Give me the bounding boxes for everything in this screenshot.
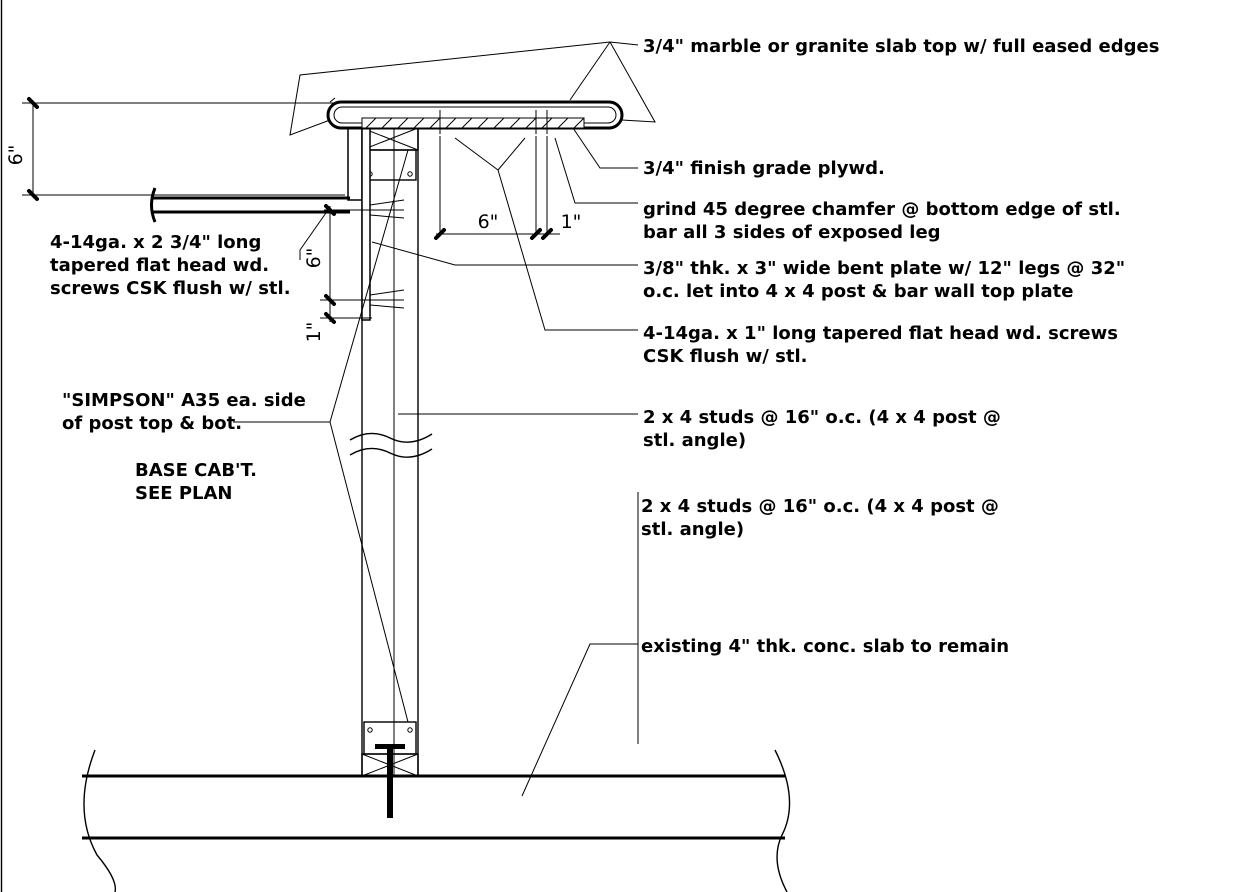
note-short-screws-line1: 4-14ga. x 1" long tapered flat head wd. … (643, 323, 1118, 344)
note-chamfer-line2: bar all 3 sides of exposed leg (643, 222, 941, 243)
dim-top-height-label: 6" (5, 145, 27, 166)
note-long-screws-line2: tapered flat head wd. (50, 255, 269, 276)
note-slab: existing 4" thk. conc. slab to remain (641, 636, 1009, 657)
screws-vertical-leg (369, 199, 405, 309)
bar-wall-top-plate (150, 187, 350, 223)
note-bent-plate-line2: o.c. let into 4 x 4 post & bar wall top … (643, 281, 1073, 302)
anchor-bolt (375, 744, 405, 818)
screws-top-leg (439, 110, 548, 134)
dim-screw-spacing-v-label: 6" (303, 248, 325, 269)
finish-plywood (361, 117, 585, 129)
note-short-screws-line2: CSK flush w/ stl. (643, 346, 807, 367)
dim-screw-spacing-h-label: 6" (478, 211, 499, 233)
note-simpson-line1: "SIMPSON" A35 ea. side (62, 390, 306, 411)
note-studs-a-line2: stl. angle) (643, 430, 746, 451)
note-slab-top: 3/4" marble or granite slab top w/ full … (643, 36, 1159, 57)
note-studs-b-line1: 2 x 4 studs @ 16" o.c. (4 x 4 post @ (641, 496, 999, 517)
note-base-cab-line2: SEE PLAN (135, 483, 232, 504)
dimension-screw-spacing-horizontal (434, 136, 560, 240)
note-long-screws-line3: screws CSK flush w/ stl. (50, 278, 291, 299)
dimension-screw-spacing-vertical (320, 204, 372, 324)
simpson-clip-top (363, 149, 417, 181)
note-finish-plywood: 3/4" finish grade plywd. (643, 158, 885, 179)
note-studs-a-line1: 2 x 4 studs @ 16" o.c. (4 x 4 post @ (643, 407, 1001, 428)
dim-edge-v-label: 1" (303, 322, 325, 343)
note-base-cab-line1: BASE CAB'T. (135, 460, 257, 481)
note-simpson-line2: of post top & bot. (62, 413, 242, 434)
note-long-screws-line1: 4-14ga. x 2 3/4" long (50, 232, 261, 253)
leader-lines (233, 41, 656, 797)
note-studs-b-line2: stl. angle) (641, 519, 744, 540)
dimension-top-height (22, 97, 345, 201)
note-bent-plate-line1: 3/8" thk. x 3" wide bent plate w/ 12" le… (643, 258, 1125, 279)
dim-edge-h-label: 1" (561, 211, 582, 233)
note-chamfer-line1: grind 45 degree chamfer @ bottom edge of… (643, 199, 1121, 220)
concrete-slab (82, 749, 791, 892)
callouts: 3/4" marble or granite slab top w/ full … (50, 36, 1159, 657)
